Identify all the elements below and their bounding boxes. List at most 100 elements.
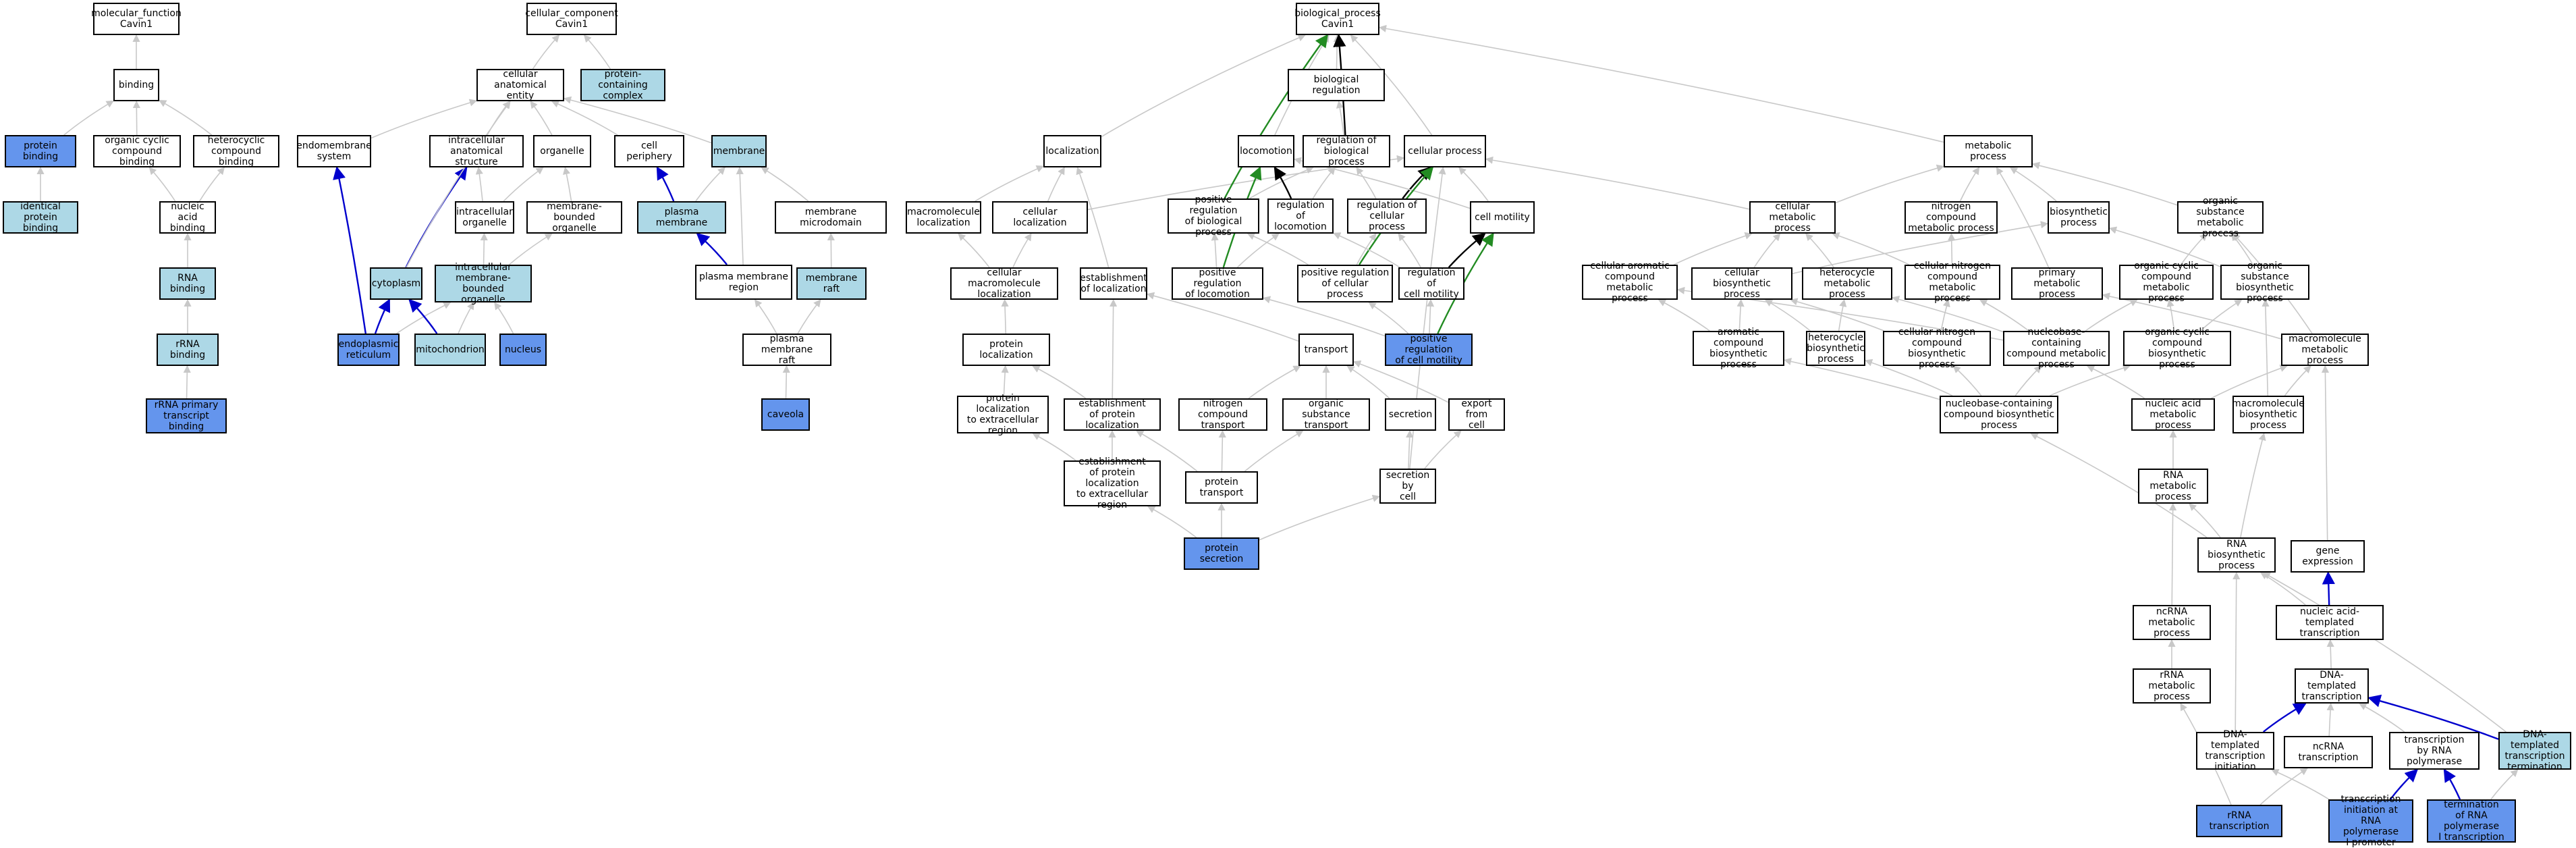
go-term-protein-binding[interactable]: protein binding — [5, 135, 76, 167]
go-term-membrane-bounded-organelle[interactable]: membrane-bounded organelle — [526, 201, 622, 234]
go-term-plasma-membrane-region[interactable]: plasma membrane region — [695, 265, 792, 300]
go-term-macromolecule-localization[interactable]: macromolecule localization — [906, 201, 981, 234]
go-term-bp[interactable]: biological_process Cavin1 — [1294, 3, 1381, 35]
go-term-locomotion[interactable]: locomotion — [1238, 135, 1294, 167]
go-term-cell-periphery[interactable]: cell periphery — [614, 135, 684, 167]
go-term-organic-cyclic-compound-binding[interactable]: organic cyclic compound binding — [93, 135, 181, 167]
go-term-ncrna-transcription[interactable]: ncRNA transcription — [2284, 736, 2373, 768]
go-term-macromolecule-metabolic-process[interactable]: macromolecule metabolic process — [2281, 334, 2369, 366]
go-term-heterocycle-biosynthetic-process[interactable]: heterocycle biosynthetic process — [1806, 331, 1865, 366]
go-term-organic-cyclic-compound-metabolic-process[interactable]: organic cyclic compound metabolic proces… — [2119, 261, 2214, 304]
go-term-positive-regulation-of-cellular-process[interactable]: positive regulation of cellular process — [1297, 265, 1393, 302]
go-term-metabolic-process[interactable]: metabolic process — [1944, 135, 2033, 167]
edge-is-a — [494, 302, 514, 334]
go-term-nucleic-acid-templated-transcription[interactable]: nucleic acid-templated transcription — [2276, 605, 2384, 640]
go-term-cellular-metabolic-process[interactable]: cellular metabolic process — [1749, 201, 1836, 234]
go-term-gene-expression[interactable]: gene expression — [2291, 540, 2365, 573]
go-term-nucleobase-containing-compound-biosynthetic-process[interactable]: nucleobase-containing compound biosynthe… — [1940, 396, 2058, 433]
go-term-binding[interactable]: binding — [113, 69, 159, 101]
go-term-mitochondrion[interactable]: mitochondrion — [414, 334, 486, 366]
go-term-dna-templated-transcription-initiation[interactable]: DNA-templated transcription initiation — [2196, 729, 2274, 772]
go-term-positive-regulation-of-biological-process[interactable]: positive regulation of biological proces… — [1168, 194, 1259, 238]
go-term-cellular-aromatic-compound-metabolic-process[interactable]: cellular aromatic compound metabolic pro… — [1582, 261, 1678, 304]
go-term-secretion-by-cell[interactable]: secretion by cell — [1379, 469, 1436, 504]
go-term-rrna-primary-transcript-binding[interactable]: rRNA primary transcript binding — [146, 398, 227, 433]
go-term-organic-substance-biosynthetic-process[interactable]: organic substance biosynthetic process — [2220, 261, 2309, 304]
go-term-transport[interactable]: transport — [1298, 334, 1354, 366]
go-term-nucleic-acid-metabolic-process[interactable]: nucleic acid metabolic process — [2131, 398, 2215, 431]
edge-part-of — [408, 298, 438, 334]
go-term-termination-of-rna-polymerase-i-transcription[interactable]: termination of RNA polymerase I transcri… — [2427, 799, 2516, 843]
go-term-organic-cyclic-compound-biosynthetic-process[interactable]: organic cyclic compound biosynthetic pro… — [2123, 327, 2231, 370]
go-term-regulation-of-cell-motility[interactable]: regulation of cell motility — [1398, 267, 1464, 300]
go-term-organic-substance-metabolic-process[interactable]: organic substance metabolic process — [2177, 196, 2264, 239]
go-term-plasma-membrane-raft[interactable]: plasma membrane raft — [742, 334, 831, 366]
go-term-membrane-raft[interactable]: membrane raft — [796, 267, 867, 300]
go-term-regulation-of-cellular-process[interactable]: regulation of cellular process — [1347, 198, 1427, 234]
go-term-dna-templated-transcription[interactable]: DNA-templated transcription — [2295, 668, 2369, 704]
go-term-mf[interactable]: molecular_function Cavin1 — [91, 3, 182, 35]
go-term-primary-metabolic-process[interactable]: primary metabolic process — [2011, 267, 2103, 300]
go-term-intracellular-organelle[interactable]: intracellular organelle — [455, 201, 514, 234]
go-term-cell-motility[interactable]: cell motility — [1470, 201, 1535, 234]
go-term-cellular-biosynthetic-process[interactable]: cellular biosynthetic process — [1691, 267, 1792, 300]
go-term-cc[interactable]: cellular_component Cavin1 — [525, 3, 618, 35]
go-term-biosynthetic-process[interactable]: biosynthetic process — [2048, 201, 2110, 234]
go-term-ncrna-metabolic-process[interactable]: ncRNA metabolic process — [2133, 605, 2211, 640]
go-term-plasma-membrane[interactable]: plasma membrane — [637, 201, 726, 234]
go-term-intracellular-mb-organelle[interactable]: intracellular membrane-bounded organelle — [435, 262, 532, 305]
go-term-membrane-microdomain[interactable]: membrane microdomain — [775, 201, 887, 234]
go-term-organelle[interactable]: organelle — [533, 135, 591, 167]
go-term-cellular-nitrogen-compound-biosynthetic-process[interactable]: cellular nitrogen compound biosynthetic … — [1883, 327, 1991, 370]
edge-positively-regulates — [1224, 34, 1329, 199]
go-term-rna-biosynthetic-process[interactable]: RNA biosynthetic process — [2197, 537, 2276, 573]
go-term-protein-localization-to-extracellular-region[interactable]: protein localization to extracellular re… — [957, 393, 1049, 436]
go-term-cytoplasm[interactable]: cytoplasm — [370, 267, 422, 300]
go-term-regulation-of-biological-process[interactable]: regulation of biological process — [1303, 135, 1390, 167]
go-term-secretion[interactable]: secretion — [1385, 398, 1436, 431]
go-term-membrane[interactable]: membrane — [711, 135, 767, 167]
go-term-cellular-anatomical-entity[interactable]: cellular anatomical entity — [476, 69, 564, 101]
go-term-rna-metabolic-process[interactable]: RNA metabolic process — [2138, 469, 2208, 504]
go-term-rrna-transcription[interactable]: rRNA transcription — [2196, 805, 2282, 837]
go-term-nitrogen-compound-transport[interactable]: nitrogen compound transport — [1178, 398, 1267, 431]
go-term-protein-localization[interactable]: protein localization — [962, 334, 1050, 366]
go-term-heterocycle-metabolic-process[interactable]: heterocycle metabolic process — [1802, 267, 1892, 300]
go-term-regulation-of-locomotion[interactable]: regulation of locomotion — [1267, 198, 1334, 234]
go-term-protein-transport[interactable]: protein transport — [1185, 471, 1258, 504]
go-term-identical-protein-binding[interactable]: identical protein binding — [3, 201, 78, 234]
go-term-transcription-by-rna-polymerase[interactable]: transcription by RNA polymerase — [2389, 732, 2479, 770]
go-term-biological-regulation[interactable]: biological regulation — [1288, 69, 1385, 101]
go-term-positive-regulation-of-locomotion[interactable]: positive regulation of locomotion — [1172, 267, 1263, 300]
go-term-protein-containing-complex[interactable]: protein-containing complex — [580, 69, 665, 101]
go-term-rna-binding[interactable]: RNA binding — [159, 267, 216, 300]
go-term-rrna-binding[interactable]: rRNA binding — [157, 334, 219, 366]
go-term-endoplasmic-reticulum[interactable]: endoplasmic reticulum — [337, 334, 400, 366]
go-term-cellular-macromolecule-localization[interactable]: cellular macromolecule localization — [950, 267, 1058, 300]
go-term-nucleic-acid-binding[interactable]: nucleic acid binding — [159, 201, 216, 234]
go-term-export-from-cell[interactable]: export from cell — [1448, 398, 1505, 431]
go-term-macromolecule-biosynthetic-process[interactable]: macromolecule biosynthetic process — [2232, 396, 2305, 433]
edge-regulates — [1402, 166, 1431, 199]
go-term-cellular-nitrogen-compound-metabolic-process[interactable]: cellular nitrogen compound metabolic pro… — [1904, 261, 2000, 304]
go-term-nucleobase-containing-compound-metabolic-process[interactable]: nucleobase-containing compound metabolic… — [2003, 327, 2110, 370]
go-term-heterocyclic-compound-binding[interactable]: heterocyclic compound binding — [193, 135, 279, 167]
go-term-cellular-process[interactable]: cellular process — [1404, 135, 1486, 167]
go-term-organic-substance-transport[interactable]: organic substance transport — [1282, 398, 1370, 431]
go-term-intracellular-anatomical-structure[interactable]: intracellular anatomical structure — [429, 135, 524, 167]
go-term-establishment-of-localization[interactable]: establishment of localization — [1080, 267, 1147, 300]
go-term-dna-templated-transcription-termination[interactable]: DNA-templated transcription termination — [2498, 729, 2571, 772]
go-term-protein-secretion[interactable]: protein secretion — [1184, 537, 1259, 570]
go-term-endomembrane-system[interactable]: endomembrane system — [296, 135, 372, 167]
go-term-establishment-of-protein-localization-to-extracellular-region[interactable]: establishment of protein localization to… — [1064, 456, 1161, 510]
go-term-nucleus[interactable]: nucleus — [499, 334, 547, 366]
go-term-caveola[interactable]: caveola — [761, 398, 810, 431]
go-term-positive-regulation-of-cell-motility[interactable]: positive regulation of cell motility — [1385, 334, 1473, 366]
go-term-transcription-initiation-at-rna-polymerase-i-promoter[interactable]: transcription initiation at RNA polymera… — [2328, 794, 2413, 848]
go-term-localization[interactable]: localization — [1043, 135, 1101, 167]
go-term-rrna-metabolic-process[interactable]: rRNA metabolic process — [2133, 668, 2211, 704]
go-term-establishment-of-protein-localization[interactable]: establishment of protein localization — [1064, 398, 1161, 431]
go-term-aromatic-compound-biosynthetic-process[interactable]: aromatic compound biosynthetic process — [1693, 327, 1784, 370]
go-term-cellular-localization[interactable]: cellular localization — [992, 201, 1088, 234]
go-term-nitrogen-compound-metabolic-process[interactable]: nitrogen compound metabolic process — [1904, 201, 1998, 234]
